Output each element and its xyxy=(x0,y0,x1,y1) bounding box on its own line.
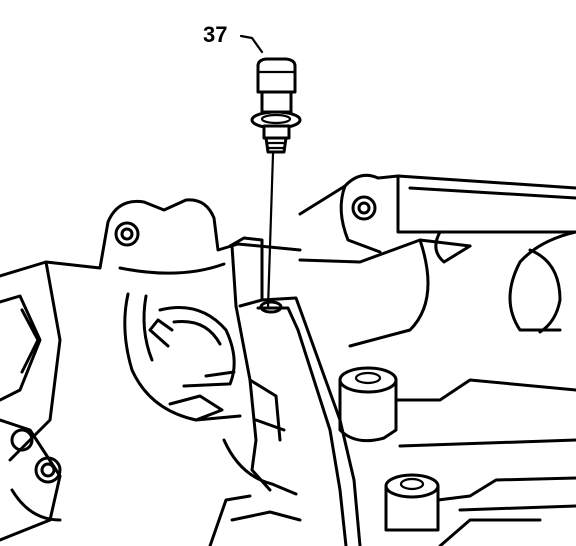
plug-part xyxy=(250,57,302,154)
rear-housing xyxy=(298,173,576,348)
lower-boss xyxy=(384,473,576,546)
upright-boss xyxy=(338,366,576,448)
installation-axis-line xyxy=(266,152,275,310)
bore-opening xyxy=(123,292,242,422)
central-rib xyxy=(208,236,362,546)
front-cover xyxy=(0,198,302,542)
callout-leader-line xyxy=(239,34,264,54)
callout-label: 37 xyxy=(203,22,227,47)
